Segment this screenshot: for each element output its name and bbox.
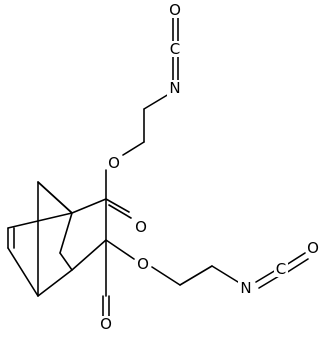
bonds bbox=[7, 16, 309, 319]
bond-n-ch2-top bbox=[143, 93, 170, 110]
bond-ch2-ch2-bottom bbox=[179, 265, 213, 286]
bond-ring-c5-c4 bbox=[37, 269, 73, 297]
bond-ring-c3-c4 bbox=[71, 239, 107, 271]
atom-labels: O C N O O O O N C O bbox=[99, 1, 320, 333]
bond-ring-c2-c1 bbox=[71, 198, 107, 214]
bond-ring-c1-c6-lower bbox=[7, 212, 73, 229]
bond-ch2-o-top bbox=[122, 141, 145, 156]
atom-o-lower-carbonyl: O bbox=[100, 315, 112, 333]
bond-o-ch2-bottom bbox=[151, 266, 181, 286]
bond-c-o-upper-carbonyl-a bbox=[105, 198, 130, 213]
bond-ring-c6-c5 bbox=[59, 252, 73, 271]
bond-ring-c-c4 bbox=[7, 247, 39, 297]
atom-n-bottom: N bbox=[240, 279, 251, 297]
atom-c-top-isocyanate: C bbox=[170, 40, 180, 58]
atom-n-top: N bbox=[169, 79, 180, 97]
bond-bottom-c-o-b bbox=[285, 258, 309, 274]
atom-o-lower-ester: O bbox=[137, 255, 149, 273]
bond-bottom-n-c-b bbox=[258, 275, 280, 289]
atom-o-upper-carbonyl: O bbox=[135, 218, 147, 236]
atom-o-upper-ester: O bbox=[108, 154, 120, 172]
bond-c-o-upper-carbonyl-b bbox=[108, 204, 132, 219]
atom-c-bottom-isocyanate: C bbox=[276, 260, 286, 278]
bond-ch2-n-bottom bbox=[211, 265, 239, 283]
bond-ring-bridge bbox=[37, 181, 73, 214]
bond-ring-c1-c6 bbox=[59, 212, 73, 254]
bond-bottom-n-c-a bbox=[255, 269, 277, 283]
atom-o-top-isocyanate: O bbox=[169, 1, 181, 19]
atom-o-bottom-isocyanate: O bbox=[307, 239, 319, 257]
bond-c-o-lower-ester bbox=[105, 239, 135, 260]
